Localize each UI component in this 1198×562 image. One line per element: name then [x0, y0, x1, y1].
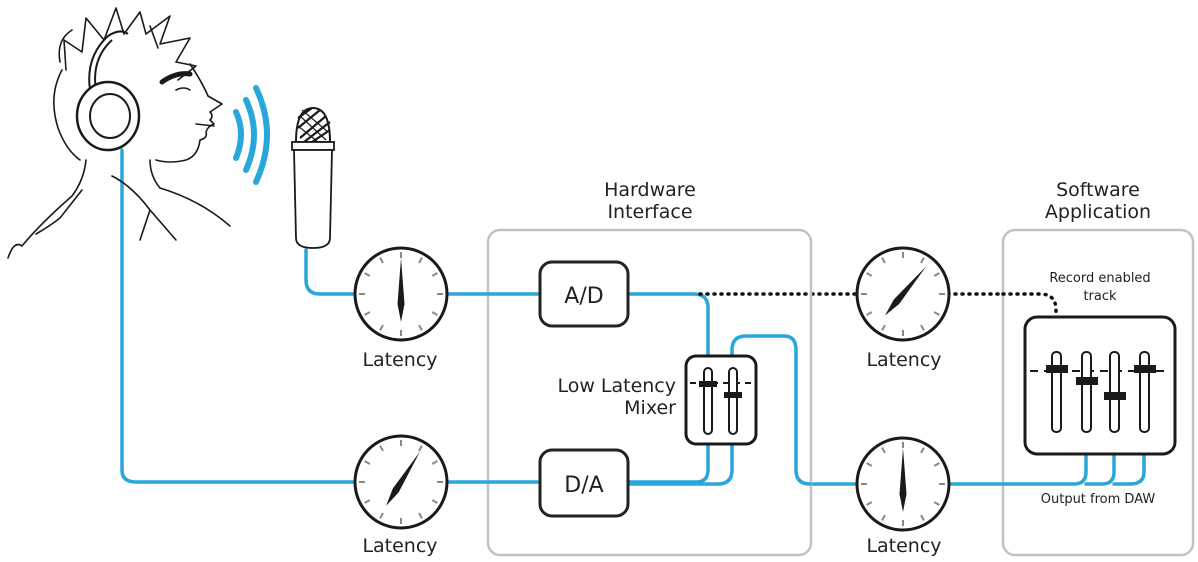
- mixer-label-line2: Mixer: [624, 397, 676, 419]
- fader-icon: [728, 367, 738, 435]
- record-track-line1: Record enabled: [1049, 271, 1150, 286]
- wire-sw-f4: [1112, 438, 1146, 486]
- daw-mixer: [1023, 315, 1177, 456]
- wire-hw-return: [626, 334, 812, 486]
- wire-hw-da-mixer: [626, 438, 710, 484]
- sound-waves-icon: [233, 85, 270, 185]
- wire-sw-in: [1001, 438, 1088, 486]
- da-label: D/A: [564, 473, 603, 498]
- output-from-daw-label: Output from DAW: [1041, 492, 1156, 507]
- latency-label-2: Latency: [362, 535, 437, 557]
- dotted-on-boxes: [698, 292, 1058, 360]
- latency-label-4: Latency: [866, 535, 941, 557]
- latency-label-1: Latency: [362, 349, 437, 371]
- fader-icon: [1051, 351, 1062, 433]
- mic-cable: [304, 248, 356, 296]
- latency-gauge-icon: [855, 246, 951, 342]
- da-block: D/A: [538, 448, 630, 518]
- latency-label-3: Latency: [866, 349, 941, 371]
- fader-icon: [1139, 351, 1150, 433]
- gauge-needle: [397, 258, 405, 322]
- fader-icon: [1081, 351, 1092, 433]
- gauge-needle: [899, 448, 907, 512]
- ad-block: A/D: [538, 260, 630, 328]
- mixer-label-line1: Low Latency: [557, 375, 676, 397]
- gauge-needle: [386, 451, 421, 506]
- latency-gauge-icon: [353, 246, 449, 342]
- ad-label: A/D: [564, 284, 603, 309]
- wire-hw-ad-mixer: [626, 292, 710, 390]
- hardware-title-line2: Interface: [607, 201, 692, 223]
- microphone-icon: [291, 106, 335, 249]
- gauge-needle: [885, 266, 927, 316]
- wire-sw-f3: [1084, 438, 1116, 486]
- singer-with-headphones-icon: [7, 7, 231, 259]
- low-latency-mixer: [684, 354, 758, 446]
- latency-gauge-icon: [353, 434, 449, 530]
- software-title-line2: Application: [1045, 201, 1151, 223]
- hardware-title-line1: Hardware: [604, 179, 696, 201]
- software-title-line1: Software: [1056, 179, 1140, 201]
- latency-gauge-icon: [855, 436, 951, 532]
- fader-icon: [703, 367, 713, 435]
- headphone-cable: [120, 148, 356, 484]
- record-track-line2: track: [1083, 289, 1117, 304]
- latency-gauges: [353, 246, 951, 532]
